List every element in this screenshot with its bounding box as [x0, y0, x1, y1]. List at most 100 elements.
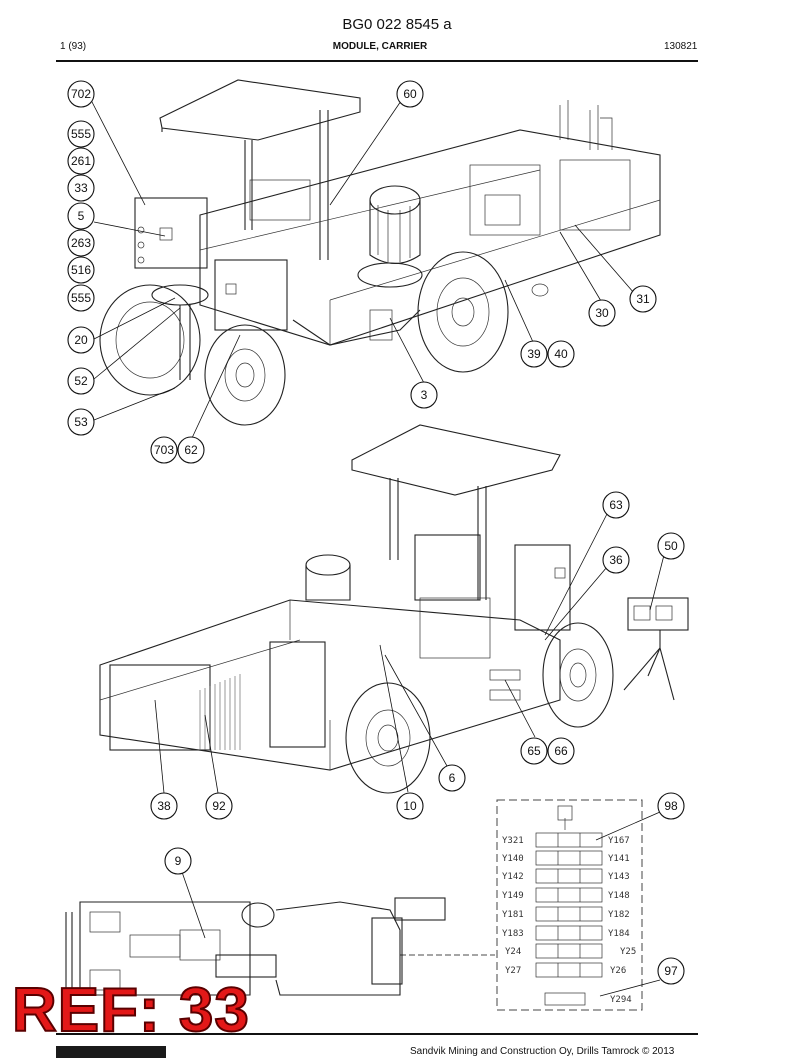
svg-text:98: 98 — [664, 799, 678, 813]
sandvik-logo — [56, 1046, 166, 1058]
valve-label: Y142 — [502, 872, 524, 882]
valve-row-6: Y183 Y184 — [502, 925, 630, 941]
svg-text:20: 20 — [74, 333, 88, 347]
valve-label: Y140 — [502, 854, 524, 864]
valve-row-5: Y181 Y182 — [502, 906, 630, 922]
callout-62: 62 — [177, 436, 205, 464]
callout-31: 31 — [629, 285, 657, 313]
callout-92: 92 — [205, 792, 233, 820]
valve-label: Y149 — [502, 891, 524, 901]
svg-text:62: 62 — [184, 443, 198, 457]
valve-label: Y141 — [608, 854, 630, 864]
valve-label: Y27 — [505, 966, 521, 976]
svg-text:40: 40 — [554, 347, 568, 361]
svg-text:6: 6 — [449, 771, 456, 785]
valve-label: Y321 — [502, 836, 524, 846]
callout-53: 53 — [67, 408, 95, 436]
svg-text:9: 9 — [175, 854, 182, 868]
callout-6: 6 — [438, 764, 466, 792]
svg-text:66: 66 — [554, 744, 568, 758]
valve-label: Y184 — [608, 929, 630, 939]
valve-label: Y24 — [505, 947, 521, 957]
document-id: BG0 022 8545 a — [342, 16, 452, 33]
callout-98: 98 — [657, 792, 685, 820]
svg-text:60: 60 — [403, 87, 417, 101]
callout-702: 702 — [67, 80, 95, 108]
svg-text:555: 555 — [71, 127, 91, 141]
ref-label: REF: 33 — [11, 976, 250, 1045]
callout-10: 10 — [396, 792, 424, 820]
valve-row-3: Y142 Y143 — [502, 868, 630, 884]
callout-261: 261 — [67, 147, 95, 175]
valve-label: Y167 — [608, 836, 630, 846]
callout-50: 50 — [657, 532, 685, 560]
callout-5: 5 — [67, 202, 95, 230]
svg-text:555: 555 — [71, 291, 91, 305]
svg-text:97: 97 — [664, 964, 678, 978]
svg-text:63: 63 — [609, 498, 623, 512]
page-number: 1 (93) — [60, 41, 87, 52]
callout-40: 40 — [547, 340, 575, 368]
svg-text:38: 38 — [157, 799, 171, 813]
carrier-plan-view — [65, 897, 495, 996]
callout-9: 9 — [164, 847, 192, 875]
valve-label: Y26 — [610, 966, 626, 976]
callout-36: 36 — [602, 546, 630, 574]
leader-lines — [90, 99, 665, 997]
callout-39: 39 — [520, 340, 548, 368]
valve-row-4: Y149 Y148 — [502, 887, 630, 903]
valve-label: Y182 — [608, 910, 630, 920]
callout-30: 30 — [588, 299, 616, 327]
callout-97: 97 — [657, 957, 685, 985]
valve-schematic: Y321 Y167 Y140 Y141 Y142 Y143 Y149 Y148 … — [496, 799, 643, 1011]
svg-text:31: 31 — [636, 292, 650, 306]
svg-text:33: 33 — [74, 181, 88, 195]
valve-label: Y148 — [608, 891, 630, 901]
callout-38: 38 — [150, 792, 178, 820]
valve-label: Y294 — [610, 995, 632, 1005]
valve-row-7: Y24 Y25 — [505, 943, 636, 959]
svg-text:702: 702 — [71, 87, 91, 101]
svg-text:53: 53 — [74, 415, 88, 429]
svg-text:703: 703 — [154, 443, 174, 457]
footer-copyright: Sandvik Mining and Construction Oy, Dril… — [410, 1046, 675, 1057]
svg-text:516: 516 — [71, 263, 91, 277]
callout-263: 263 — [67, 229, 95, 257]
svg-text:30: 30 — [595, 306, 609, 320]
footer-rule — [56, 1033, 698, 1035]
callout-703: 703 — [150, 436, 178, 464]
callout-516: 516 — [67, 256, 95, 284]
callout-3: 3 — [410, 381, 438, 409]
svg-text:263: 263 — [71, 236, 91, 250]
callout-33: 33 — [67, 174, 95, 202]
callout-52: 52 — [67, 367, 95, 395]
header-rule — [56, 60, 698, 62]
valve-label: Y25 — [620, 947, 636, 957]
valve-row-1: Y321 Y167 — [502, 832, 630, 848]
callout-65: 65 — [520, 737, 548, 765]
svg-text:50: 50 — [664, 539, 678, 553]
valve-label: Y181 — [502, 910, 524, 920]
callout-60: 60 — [396, 80, 424, 108]
callout-555-top: 555 — [67, 120, 95, 148]
carrier-drawing-middle — [99, 424, 689, 794]
valve-label: Y143 — [608, 872, 630, 882]
svg-text:92: 92 — [212, 799, 226, 813]
valve-row-8: Y27 Y26 — [505, 962, 626, 978]
svg-text:36: 36 — [609, 553, 623, 567]
date-code: 130821 — [664, 41, 698, 52]
svg-text:39: 39 — [527, 347, 541, 361]
callout-66: 66 — [547, 737, 575, 765]
svg-text:10: 10 — [403, 799, 417, 813]
callout-20: 20 — [67, 326, 95, 354]
callout-63: 63 — [602, 491, 630, 519]
callout-555-bottom: 555 — [67, 284, 95, 312]
valve-row-2: Y140 Y141 — [502, 850, 630, 866]
svg-text:52: 52 — [74, 374, 88, 388]
carrier-drawing-top — [99, 79, 661, 426]
svg-text:5: 5 — [78, 209, 85, 223]
svg-text:3: 3 — [421, 388, 428, 402]
svg-text:261: 261 — [71, 154, 91, 168]
valve-label: Y183 — [502, 929, 524, 939]
